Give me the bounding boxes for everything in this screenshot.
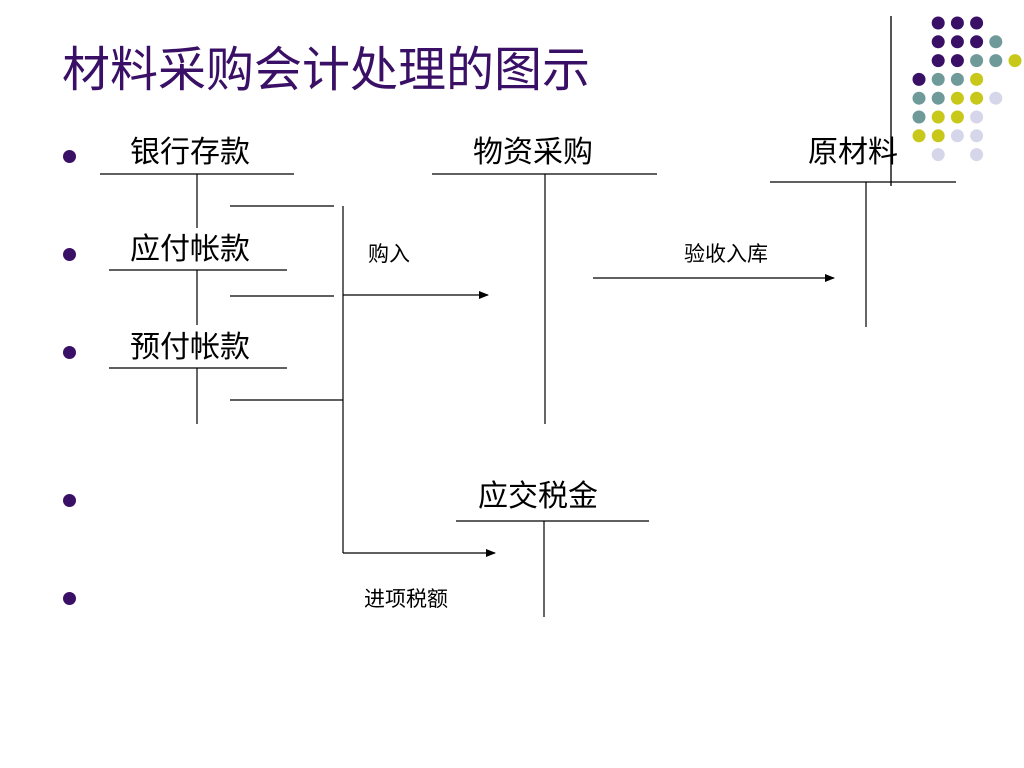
decorative-dot: [931, 54, 945, 68]
decorative-dot: [989, 35, 1003, 49]
decorative-dot: [931, 110, 945, 124]
decorative-dot: [912, 72, 926, 86]
decorative-dot: [970, 129, 984, 143]
decorative-dot: [970, 110, 984, 124]
decorative-dot: [950, 91, 964, 105]
decorative-dot: [970, 72, 984, 86]
decorative-dot: [970, 35, 984, 49]
bullet-point-4: [63, 494, 76, 507]
flow-label-inspection-storage: 验收入库: [684, 242, 768, 266]
decorative-dot: [970, 148, 984, 162]
account-label-tax-payable: 应交税金: [478, 479, 598, 514]
decorative-dot: [931, 72, 945, 86]
decorative-dot: [912, 129, 926, 143]
bullet-point-3: [63, 346, 76, 359]
page-title: 材料采购会计处理的图示: [62, 42, 591, 98]
bullet-point-1: [63, 150, 76, 163]
decorative-dot: [950, 110, 964, 124]
bullet-point-2: [63, 248, 76, 261]
decorative-dot: [989, 91, 1003, 105]
decorative-dot: [950, 35, 964, 49]
decorative-dot: [950, 16, 964, 30]
account-label-raw-materials: 原材料: [808, 135, 898, 170]
account-label-bank-deposit: 银行存款: [130, 135, 250, 170]
decorative-dot: [931, 148, 945, 162]
decorative-dot: [950, 54, 964, 68]
decorative-dot: [950, 72, 964, 86]
decorative-dot: [931, 35, 945, 49]
decorative-dot: [970, 16, 984, 30]
bullet-point-5: [63, 592, 76, 605]
decorative-dot: [931, 16, 945, 30]
decorative-dot-grid: [912, 16, 1022, 162]
decorative-dot: [989, 54, 1003, 68]
decorative-dot: [912, 110, 926, 124]
decorative-dot: [931, 129, 945, 143]
decorative-dot: [950, 129, 964, 143]
account-label-material-purchase: 物资采购: [473, 135, 593, 170]
decorative-dot: [970, 91, 984, 105]
decorative-dot: [931, 91, 945, 105]
decorative-vertical-bar: [890, 16, 892, 186]
account-label-accounts-payable: 应付帐款: [130, 232, 250, 267]
decorative-dot: [912, 91, 926, 105]
flow-label-purchase: 购入: [368, 242, 410, 266]
account-label-prepaid-accounts: 预付帐款: [130, 330, 250, 365]
flow-label-input-vat: 进项税额: [364, 587, 448, 611]
decorative-dot: [970, 54, 984, 68]
decorative-dot: [1008, 54, 1022, 68]
